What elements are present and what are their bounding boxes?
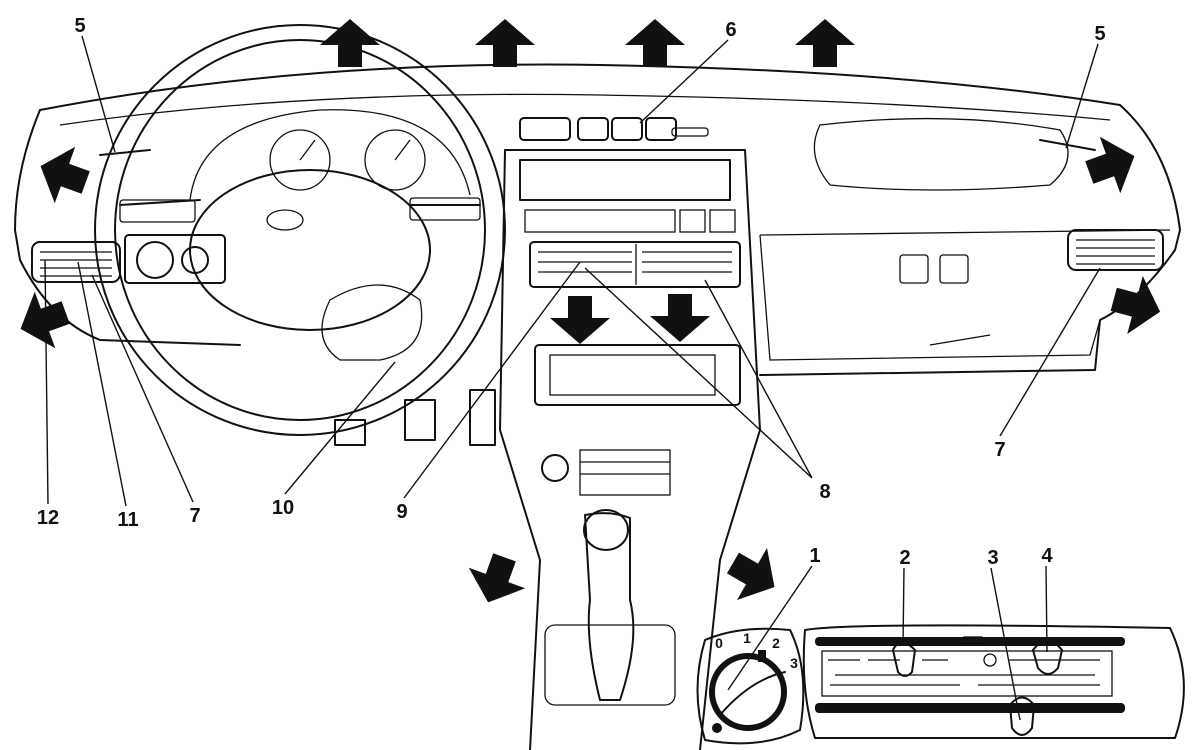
pedal	[469, 389, 496, 446]
fan-position-2: 2	[772, 635, 780, 651]
left-stalk	[119, 199, 196, 223]
label-12: 12	[37, 507, 59, 529]
heater-control-panel	[802, 624, 1185, 739]
arrow-right-icon	[1079, 127, 1145, 201]
label-center-vent-9: 9	[396, 501, 407, 523]
center-console	[334, 149, 761, 750]
label-right-vent: 7	[994, 439, 1005, 461]
fan-position-1: 1	[743, 630, 751, 646]
arrow-up-icon	[795, 19, 855, 67]
fan-speed-switch[interactable]: 0 1 2 3	[696, 627, 805, 745]
leader-lines	[44, 35, 1101, 721]
distribution-lever-knob	[1009, 696, 1035, 736]
display	[519, 159, 731, 201]
label-10: 10	[272, 497, 294, 519]
label-distribution-lever: 3	[987, 547, 998, 569]
arrow-left-icon	[30, 137, 96, 211]
fan-position-3: 3	[790, 655, 798, 671]
callout-labels: 5 6 5 7 8 9 10 7 11 12 1 2 3 4	[37, 15, 1106, 569]
label-center-vents: 8	[819, 481, 830, 503]
glovebox-lid-recess	[813, 117, 1069, 191]
arrow-up-icon	[625, 19, 685, 67]
label-side-vent-left: 5	[74, 15, 85, 37]
arrow-down-left-icon	[459, 547, 533, 613]
lower-slider-track	[815, 703, 1125, 713]
right-side-vent	[1067, 229, 1164, 271]
center-switch-row	[519, 117, 709, 141]
glovebox-button-right	[939, 254, 969, 284]
instrument-cluster	[189, 109, 471, 201]
label-11: 11	[117, 509, 138, 531]
airflow-arrows	[10, 19, 1168, 613]
arrow-up-icon	[475, 19, 535, 67]
steering-wheel	[94, 24, 506, 436]
label-left-vent: 7	[189, 505, 200, 527]
label-fan-switch: 1	[809, 545, 820, 567]
arrow-down-right-icon	[717, 537, 790, 613]
label-temperature-lever: 2	[899, 547, 910, 569]
left-side-vent	[31, 241, 121, 283]
label-center-switches: 6	[725, 19, 736, 41]
arrow-down-icon	[550, 296, 610, 344]
arrow-down-right-icon	[1105, 270, 1168, 341]
glovebox-button-left	[899, 254, 929, 284]
left-side-window-vent	[99, 149, 151, 156]
defrost-icon	[983, 653, 997, 667]
pedal	[404, 399, 436, 441]
radio	[534, 344, 741, 406]
right-stalk	[409, 197, 481, 221]
light-switch-panel	[124, 234, 226, 284]
dashboard-outline	[14, 63, 1181, 376]
arrow-down-icon	[650, 294, 710, 342]
temperature-lever-knob	[892, 641, 916, 677]
label-recirculation-lever: 4	[1041, 545, 1053, 567]
recirculation-lever-knob	[1032, 640, 1063, 675]
pedal	[334, 419, 366, 446]
center-vents	[529, 241, 741, 288]
fan-icon	[712, 723, 722, 733]
fan-position-0: 0	[715, 635, 723, 651]
gear-lever	[584, 512, 635, 701]
label-side-vent-right: 5	[1094, 23, 1105, 45]
